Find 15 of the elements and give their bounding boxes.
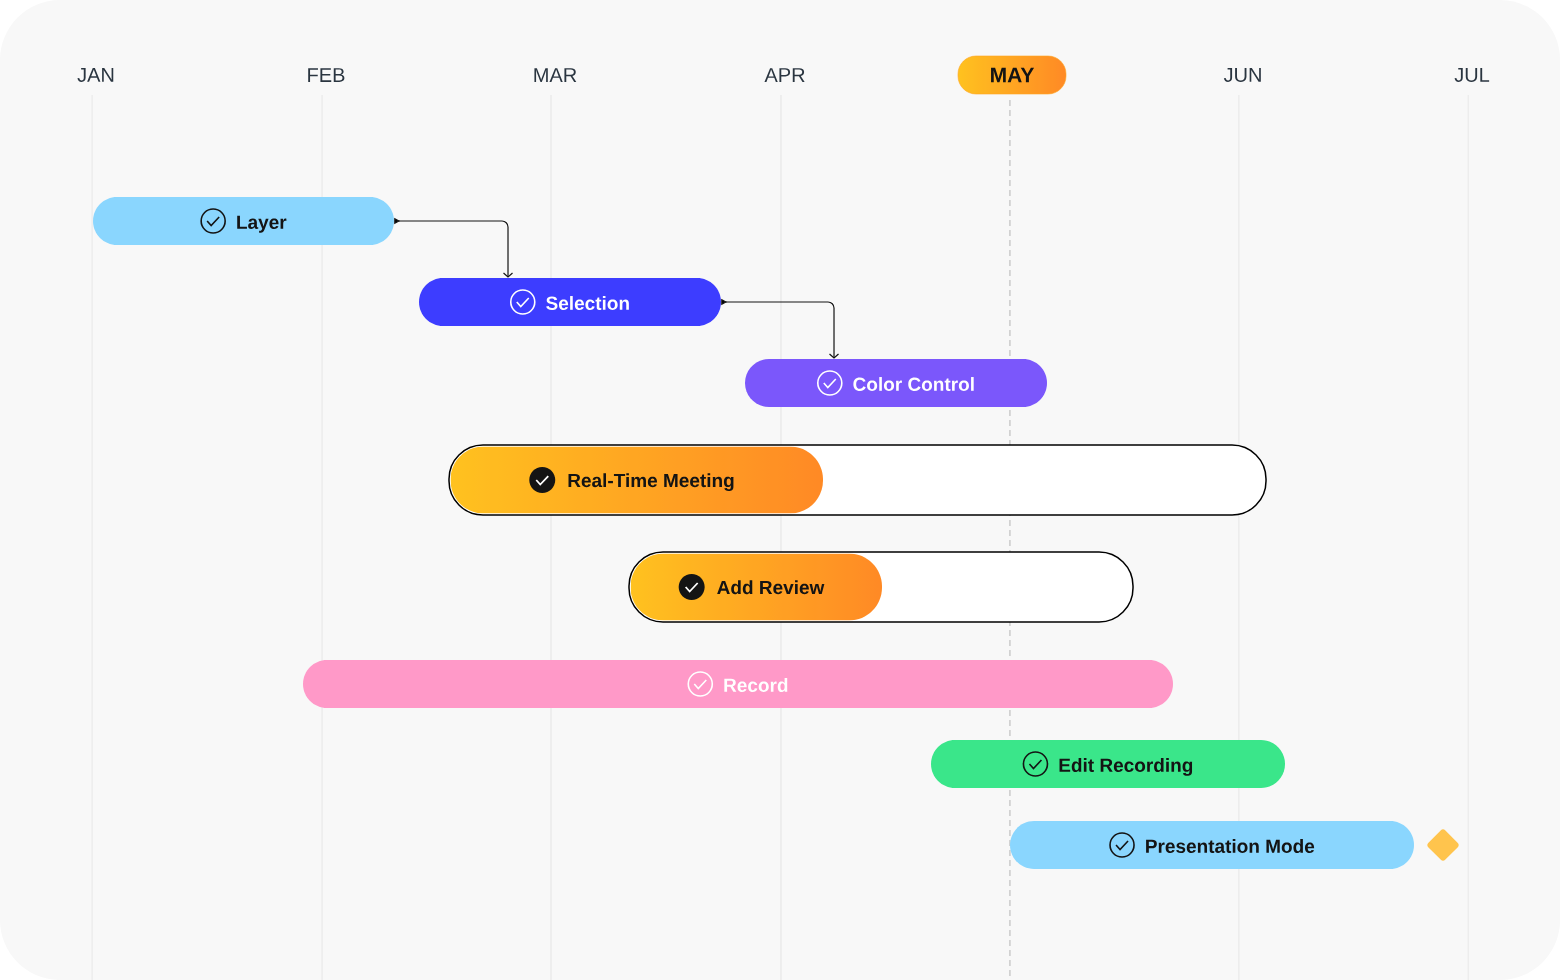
month-label: JAN	[77, 68, 114, 82]
progress-bar: Real-Time Meeting	[448, 444, 1267, 516]
month-label: MAR	[534, 68, 577, 82]
month-badge: MAY	[957, 55, 1067, 95]
task-bar: Presentation Mode	[1010, 821, 1414, 869]
task-bar: Layer	[93, 197, 394, 245]
month-label: APR	[764, 68, 805, 82]
task-bar: Color Control	[745, 359, 1047, 407]
progress-bar: Add Review	[628, 551, 1134, 623]
task-bar: Selection	[419, 278, 721, 326]
month-label: JUL	[1454, 68, 1490, 82]
month-label: FEB	[308, 68, 345, 82]
task-bar: Edit Recording	[931, 740, 1285, 788]
task-bar: Record	[303, 660, 1173, 708]
month-label: JUN	[1223, 68, 1261, 82]
